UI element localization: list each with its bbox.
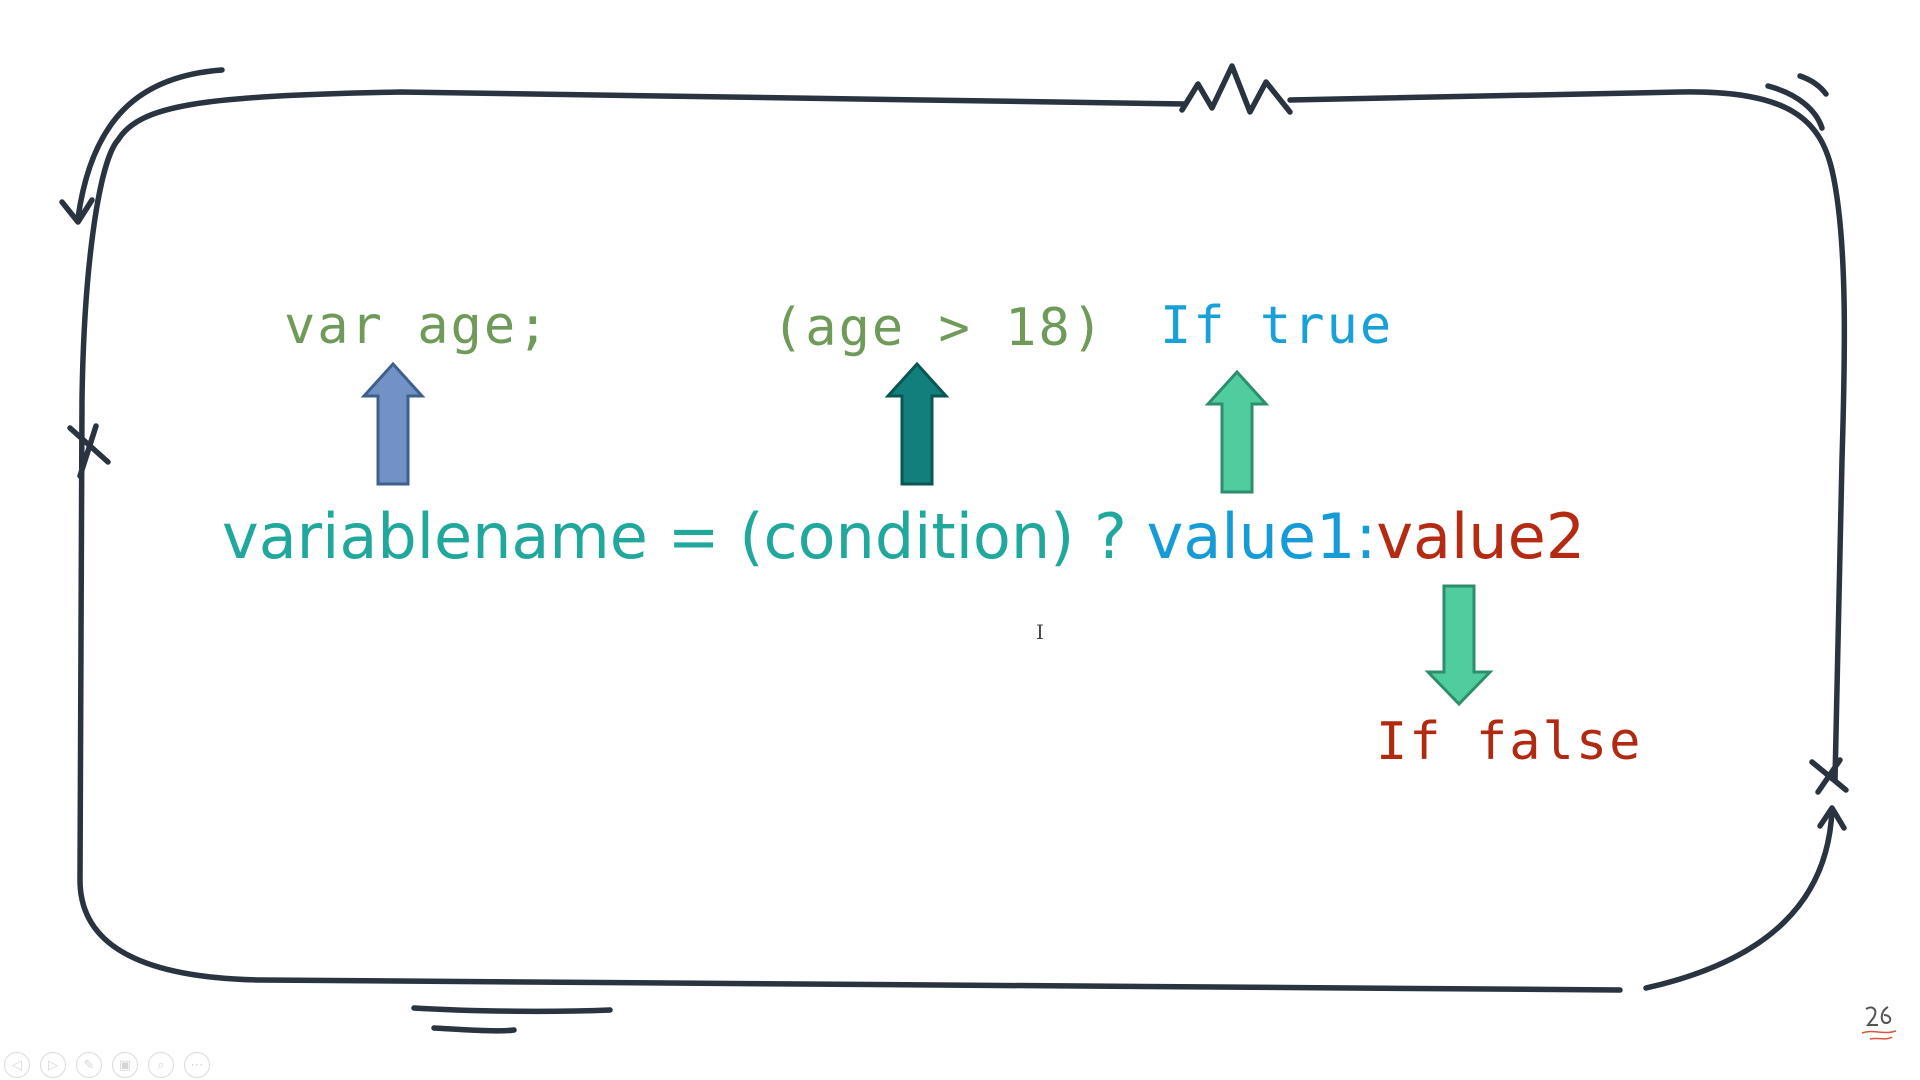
- bottom-underline-2: [431, 1025, 517, 1034]
- frame-outline: [77, 89, 1848, 993]
- slideshow-controls: ◁ ▷ ✎ ▣ ⌕ ⋯: [4, 1052, 210, 1078]
- condition-label: (age > 18): [772, 298, 1106, 358]
- top-right-accent-1: [1765, 83, 1825, 131]
- formula-value1: value1:: [1146, 500, 1377, 573]
- prev-icon[interactable]: ◁: [4, 1052, 30, 1078]
- top-right-accent-2: [1797, 73, 1829, 97]
- arrow-declaration-up: [360, 361, 426, 486]
- top-zigzag: [1179, 63, 1293, 115]
- bottom-underline-1: [411, 1005, 613, 1015]
- top-left-arrowhead: [59, 197, 95, 225]
- text-cursor-icon: I: [1036, 620, 1044, 644]
- zoom-icon[interactable]: ⌕: [148, 1052, 174, 1078]
- next-icon[interactable]: ▷: [40, 1052, 66, 1078]
- top-left-curve-arrow: [75, 67, 225, 221]
- watermark-logo: [1861, 1006, 1897, 1040]
- left-x-mark: [67, 423, 111, 479]
- slides-icon[interactable]: ▣: [112, 1052, 138, 1078]
- arrow-true-up: [1204, 369, 1270, 494]
- ternary-syntax: variablename = (condition) ? value1:valu…: [222, 500, 1585, 573]
- declaration-label: var age;: [284, 296, 551, 356]
- bottom-right-arrowhead: [1817, 805, 1847, 831]
- more-icon[interactable]: ⋯: [184, 1052, 210, 1078]
- arrow-false-down: [1424, 584, 1494, 707]
- arrow-condition-up: [884, 361, 950, 486]
- if-false-label: If false: [1376, 712, 1643, 772]
- bottom-right-curve-arrow: [1643, 807, 1835, 991]
- if-true-label: If true: [1160, 296, 1394, 356]
- pen-icon[interactable]: ✎: [76, 1052, 102, 1078]
- formula-variable-condition: variablename = (condition) ?: [222, 500, 1147, 573]
- right-x-mark: [1809, 757, 1849, 795]
- formula-value2: value2: [1376, 500, 1586, 573]
